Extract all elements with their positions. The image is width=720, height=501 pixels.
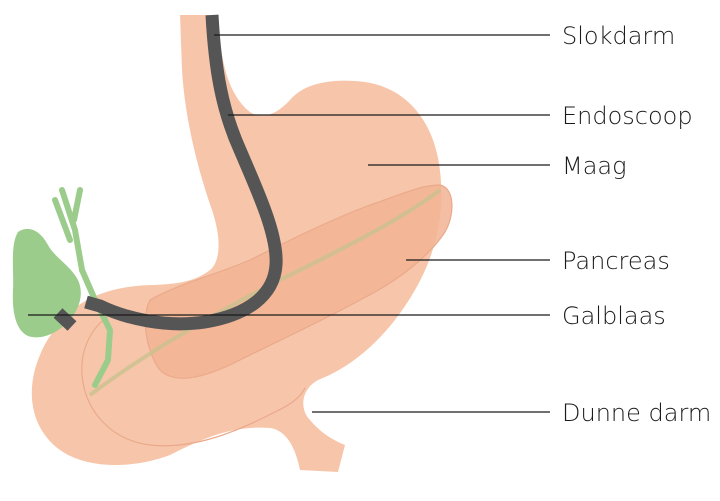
label-esophagus: Slokdarm [562, 22, 675, 50]
label-gallbladder: Galblaas [562, 302, 666, 330]
label-small-intestine: Dunne darm [562, 399, 711, 427]
label-stomach: Maag [562, 152, 627, 180]
label-pancreas: Pancreas [562, 247, 670, 275]
label-endoscope: Endoscoop [562, 102, 693, 130]
